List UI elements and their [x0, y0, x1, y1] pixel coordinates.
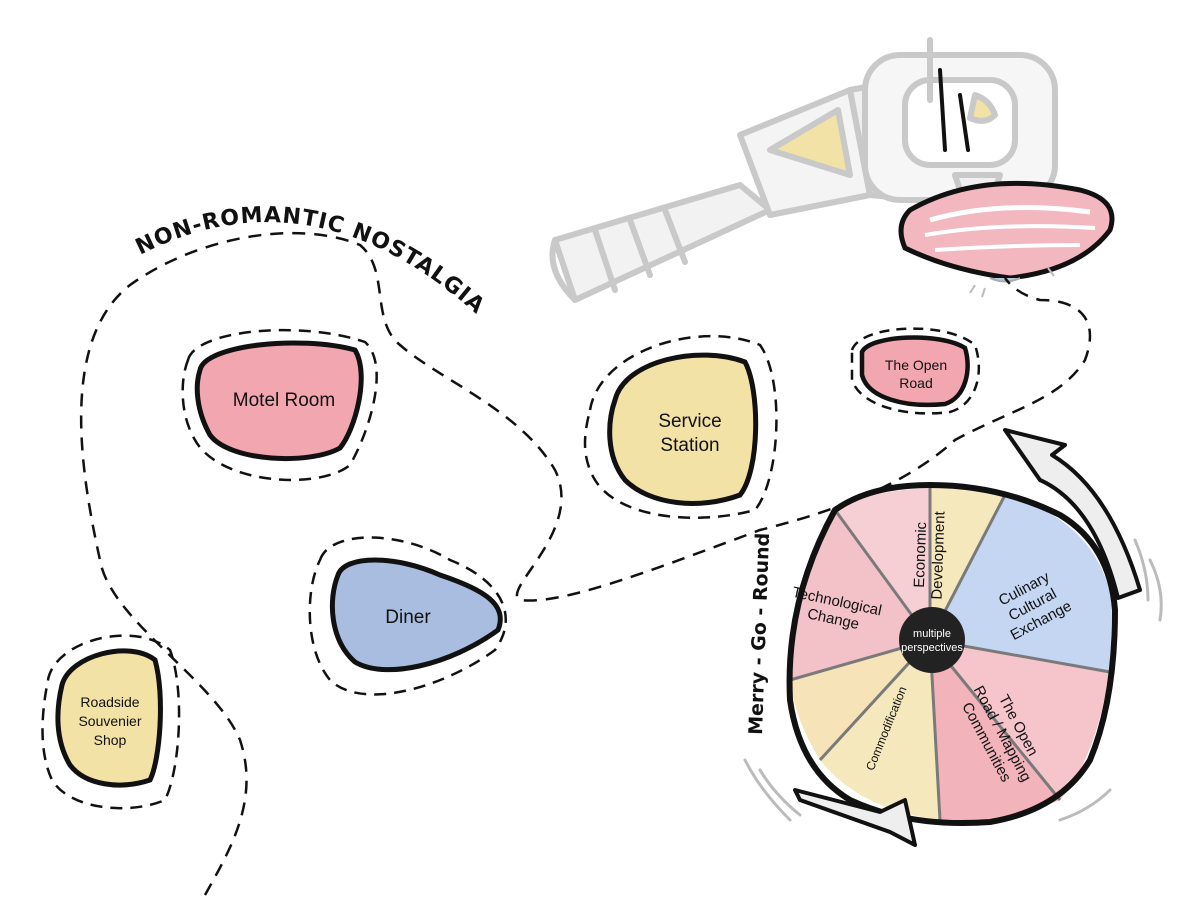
motion-lines — [743, 538, 1163, 822]
node-service-station: Service Station — [583, 334, 778, 519]
diagram-title: NON-ROMANTIC NOSTALGIA — [132, 203, 490, 319]
spinning-top — [898, 180, 1115, 298]
wheel-segment-commodification — [820, 640, 940, 820]
wheel-label-economic: Economic Development — [911, 510, 949, 600]
souvenier-shop-blob — [55, 648, 163, 788]
merry-go-round-label: Merry - Go - Round — [745, 532, 774, 735]
service-station-label-line1: Service — [658, 411, 721, 432]
diagram-title-text: NON-ROMANTIC NOSTALGIA — [132, 203, 489, 319]
wheel-segment-open-road — [930, 640, 1060, 821]
node-motel-room: Motel Room — [181, 328, 378, 482]
rotation-arrow-bottom-icon — [793, 788, 917, 847]
merry-go-round-wheel: multiple perspectives Economic Developme… — [743, 428, 1163, 847]
rotation-arrow-top-icon — [1003, 428, 1142, 600]
diner-blob — [329, 557, 503, 673]
wheel-center-label-line2: perspectives — [901, 642, 963, 654]
service-station-label-line2: Station — [660, 435, 719, 456]
service-station-blob — [607, 352, 759, 506]
wheel-rim — [786, 481, 1119, 827]
open-road-label-line2: Road — [899, 375, 932, 391]
wheel-segment-open-road-right — [930, 640, 1110, 800]
motel-room-blob — [194, 340, 364, 462]
souvenier-shop-label-line3: Shop — [94, 732, 127, 748]
dashed-path-line — [79, 231, 1092, 896]
spinning-top-accent-lines — [938, 68, 970, 152]
wheel-segment-pink-top — [835, 488, 930, 640]
node-souvenier-shop: Roadside Souvenier Shop — [41, 634, 181, 810]
wheel-segment-culinary — [930, 495, 1112, 672]
open-road-blob — [859, 335, 970, 408]
motel-room-label: Motel Room — [233, 390, 335, 411]
node-diner: Diner — [308, 536, 507, 696]
node-open-road: The Open Road — [850, 327, 980, 415]
open-road-label-line1: The Open — [885, 357, 947, 373]
diner-label: Diner — [385, 607, 431, 628]
wheel-center-label-line1: multiple — [913, 628, 951, 640]
svg-text:Development: Development — [928, 510, 948, 600]
souvenier-shop-label-line1: Roadside — [80, 694, 139, 710]
wheel-segment-technological — [790, 510, 930, 680]
souvenier-shop-label-line2: Souvenier — [78, 713, 141, 729]
wheel-hub — [899, 607, 965, 673]
wheel-label-culinary: Culinary Cultural Exchange — [996, 568, 1075, 644]
svg-text:Economic: Economic — [911, 521, 930, 588]
spinning-top-launcher-sketch — [549, 37, 1058, 303]
